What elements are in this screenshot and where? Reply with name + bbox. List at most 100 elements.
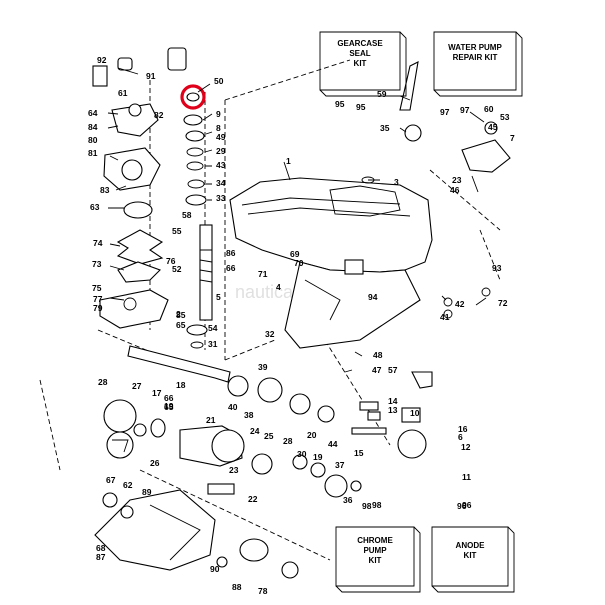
part-label-13: 13 [388, 405, 398, 415]
water-pump-parts [92, 57, 169, 329]
propeller [94, 483, 299, 579]
part-label-59: 59 [377, 89, 387, 99]
kit-anode: ANODE KIT 96 [431, 500, 515, 593]
part-label-72: 72 [498, 298, 508, 308]
kit-gearcase-seal-line-1: GEARCASE [337, 39, 383, 48]
part-label-96: 96 [457, 501, 467, 511]
part-label-85: 85 [176, 310, 186, 320]
part-label-9: 9 [216, 109, 221, 119]
part-label-52: 52 [172, 264, 182, 274]
part-label-57: 57 [388, 365, 398, 375]
part-label-55: 55 [172, 226, 182, 236]
kit-water-pump-number: 97 [460, 105, 470, 115]
kit-gearcase-seal-line-2: SEAL [349, 49, 370, 58]
part-label-17: 17 [152, 388, 162, 398]
part-label-78: 78 [258, 586, 268, 596]
kit-chrome-pump: CHROME PUMP KIT 98 [335, 500, 421, 593]
part-label-4: 4 [276, 282, 281, 292]
kit-chrome-pump-line-1: CHROME [357, 536, 393, 545]
gearcase-housing [229, 177, 433, 349]
part-label-25: 25 [264, 431, 274, 441]
part-label-61: 61 [118, 88, 128, 98]
kit-anode-line-1: ANODE [456, 541, 486, 550]
part-label-35: 35 [380, 123, 390, 133]
part-label-41: 41 [440, 312, 450, 322]
kit-gearcase-seal: GEARCASE SEAL KIT 95 [319, 31, 407, 112]
part-label-48: 48 [373, 350, 383, 360]
part-label-28: 28 [283, 436, 293, 446]
kit-chrome-pump-line-3: KIT [369, 556, 382, 565]
part-label-74: 74 [93, 238, 103, 248]
part-label-65: 65 [176, 320, 186, 330]
part-label-45: 45 [488, 122, 498, 132]
part-label-15: 15 [354, 448, 364, 458]
part-label-20: 20 [307, 430, 317, 440]
part-label-69: 69 [290, 249, 300, 259]
part-label-66: 66 [226, 263, 236, 273]
part-label-24: 24 [250, 426, 260, 436]
part-label-23: 23 [229, 465, 239, 475]
kit-water-pump-repair: WATER PUMP REPAIR KIT 97 [433, 31, 523, 115]
propshaft-gears [103, 345, 427, 498]
part-label-31: 31 [208, 339, 218, 349]
part-label-5: 5 [216, 292, 221, 302]
part-label-23: 23 [452, 175, 462, 185]
part-label-91: 91 [146, 71, 156, 81]
part-label-33: 33 [216, 193, 226, 203]
part-label-79: 79 [93, 303, 103, 313]
part-label-34: 34 [216, 178, 226, 188]
part-label-98: 98 [362, 501, 372, 511]
kit-water-pump-line-1: WATER PUMP [448, 43, 502, 52]
part-label-8: 8 [216, 123, 221, 133]
part-label-67: 67 [106, 475, 116, 485]
leader-lines [107, 67, 487, 306]
part-label-1: 1 [286, 156, 291, 166]
part-label-70: 70 [294, 258, 304, 268]
part-label-44: 44 [328, 439, 338, 449]
part-label-97: 97 [440, 107, 450, 117]
part-label-29: 29 [216, 146, 226, 156]
part-label-6: 6 [458, 432, 463, 442]
part-label-75: 75 [92, 283, 102, 293]
part-label-90: 90 [210, 564, 220, 574]
part-label-38: 38 [244, 410, 254, 420]
part-label-26: 26 [150, 458, 160, 468]
part-label-76: 76 [166, 256, 176, 266]
part-label-94: 94 [368, 292, 378, 302]
part-label-14: 14 [388, 396, 398, 406]
part-label-10: 10 [410, 408, 420, 418]
highlighted-seal-ring [180, 84, 206, 110]
part-label-11: 11 [462, 472, 471, 482]
part-label-73: 73 [92, 259, 102, 269]
part-label-62: 62 [123, 480, 133, 490]
part-label-58: 58 [182, 210, 192, 220]
part-label-37: 37 [335, 460, 345, 470]
part-label-80: 80 [88, 135, 98, 145]
part-label-18: 18 [176, 380, 186, 390]
part-label-40: 40 [228, 402, 238, 412]
part-label-7: 7 [510, 133, 515, 143]
part-label-46: 46 [450, 185, 460, 195]
part-label-95: 95 [335, 99, 345, 109]
part-label-65: 65 [164, 402, 174, 412]
part-label-84: 84 [88, 122, 98, 132]
kit-gearcase-seal-number: 95 [356, 102, 366, 112]
part-label-92: 92 [97, 55, 107, 65]
part-label-27: 27 [132, 381, 142, 391]
part-label-77: 77 [93, 294, 103, 304]
kit-chrome-pump-number: 98 [372, 500, 382, 510]
part-label-60: 60 [484, 104, 494, 114]
part-label-12: 12 [461, 442, 471, 452]
driveshaft-stack [167, 47, 213, 349]
kit-water-pump-line-2: REPAIR KIT [453, 53, 498, 62]
part-label-88: 88 [232, 582, 242, 592]
part-label-54: 54 [208, 323, 218, 333]
part-label-63: 63 [90, 202, 100, 212]
part-label-3: 3 [394, 177, 399, 187]
part-label-16: 16 [458, 424, 468, 434]
part-label-66: 66 [164, 393, 174, 403]
part-label-81: 81 [88, 148, 98, 158]
part-label-19: 19 [313, 452, 323, 462]
